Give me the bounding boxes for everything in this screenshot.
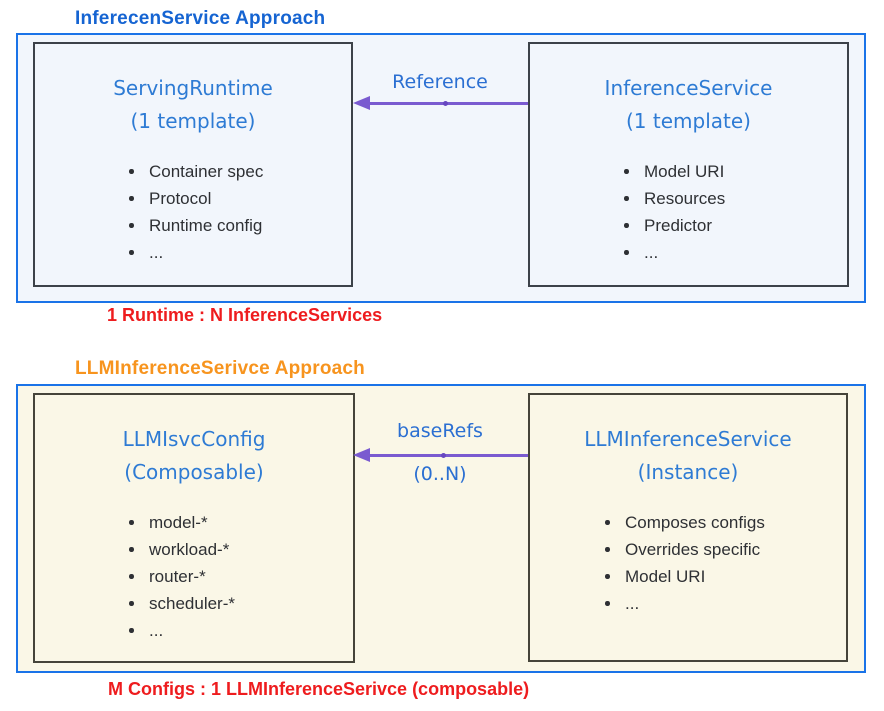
baserefs-arrow-cardinality: (0..N) xyxy=(413,463,467,485)
bullet-item: ... xyxy=(622,239,847,266)
box-title: InferenceService xyxy=(604,76,773,100)
box-subtitle: (1 template) xyxy=(626,109,751,133)
bullet-item: Overrides specific xyxy=(603,536,846,563)
reference-arrowhead-icon xyxy=(353,96,370,110)
bullet-item: Runtime config xyxy=(127,212,351,239)
bullet-item: ... xyxy=(127,617,353,644)
bullet-item: Composes configs xyxy=(603,509,846,536)
bullet-item: Predictor xyxy=(622,212,847,239)
bullet-item: ... xyxy=(603,590,846,617)
bullet-item: router-* xyxy=(127,563,353,590)
bullet-item: Protocol xyxy=(127,185,351,212)
box-title-group: InferenceService (1 template) xyxy=(530,72,847,138)
bullet-list: model-*workload-*router-*scheduler-*... xyxy=(35,509,353,644)
box-subtitle: (Instance) xyxy=(637,460,739,484)
box-title-group: ServingRuntime (1 template) xyxy=(35,72,351,138)
box-title-group: LLMIsvcConfig (Composable) xyxy=(35,423,353,489)
llminferenceservice-box: LLMInferenceService (Instance) Composes … xyxy=(528,393,848,662)
bullet-item: ... xyxy=(127,239,351,266)
section2-cardinality-caption: M Configs : 1 LLMInferenceSerivce (compo… xyxy=(108,679,530,699)
box-subtitle: (1 template) xyxy=(130,109,256,133)
section1-title: InferecenService Approach xyxy=(75,8,326,29)
reference-arrow-line xyxy=(369,102,528,105)
bullet-item: model-* xyxy=(127,509,353,536)
servingruntime-box: ServingRuntime (1 template) Container sp… xyxy=(33,42,353,287)
box-title: ServingRuntime xyxy=(113,76,273,100)
bullet-item: scheduler-* xyxy=(127,590,353,617)
baserefs-arrow-line xyxy=(369,454,528,457)
box-title-group: LLMInferenceService (Instance) xyxy=(530,423,846,489)
reference-arrow-label: Reference xyxy=(392,71,488,93)
bullet-item: Model URI xyxy=(603,563,846,590)
section1-cardinality-caption: 1 Runtime : N InferenceServices xyxy=(107,305,383,325)
bullet-item: Resources xyxy=(622,185,847,212)
baserefs-arrowhead-icon xyxy=(353,448,370,462)
box-title: LLMInferenceService xyxy=(584,427,792,451)
baserefs-arrow-label: baseRefs xyxy=(397,420,483,442)
bullet-item: Model URI xyxy=(622,158,847,185)
llmisvcconfig-box: LLMIsvcConfig (Composable) model-*worklo… xyxy=(33,393,355,663)
bullet-item: Container spec xyxy=(127,158,351,185)
baserefs-arrow-midpoint-icon xyxy=(441,453,446,458)
box-subtitle: (Composable) xyxy=(124,460,264,484)
reference-arrow-midpoint-icon xyxy=(443,101,448,106)
section2-title: LLMInferenceSerivce Approach xyxy=(75,358,365,379)
bullet-item: workload-* xyxy=(127,536,353,563)
box-title: LLMIsvcConfig xyxy=(122,427,266,451)
